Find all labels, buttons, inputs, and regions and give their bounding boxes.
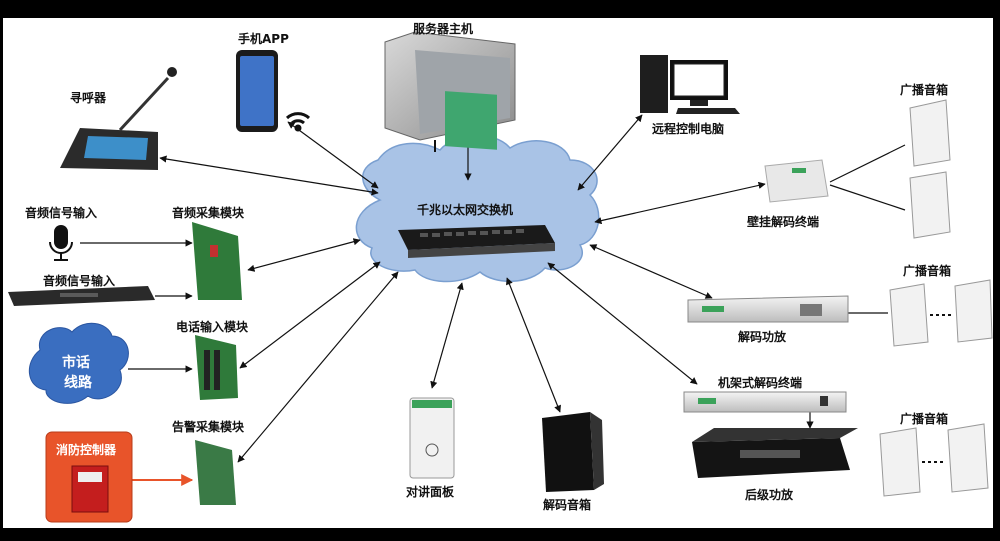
intercom-label: 对讲面板 [406, 485, 455, 499]
pc-label: 远程控制电脑 [652, 122, 725, 136]
power-amp-device [692, 428, 858, 478]
decoder-amp-device [687, 295, 849, 323]
audio-player-device [8, 286, 155, 306]
audio-input-label-1: 音频信号输入 [25, 206, 98, 220]
audio-module-label: 音频采集模块 [172, 206, 245, 220]
broadcast-speakers-group-1 [909, 99, 951, 239]
broadcast-speakers-group-3 [879, 423, 989, 497]
speaker-label-1: 广播音箱 [900, 83, 949, 97]
rack-decoder-label: 机架式解码终端 [718, 376, 803, 390]
gigabit-switch [398, 225, 555, 258]
computer-icon [640, 55, 740, 114]
speaker-icon [542, 412, 604, 492]
phone-icon [236, 50, 278, 132]
city-line-cloud [28, 322, 129, 404]
city-line-label-2: 线路 [64, 375, 92, 391]
phone-module-label: 电话输入模块 [176, 320, 249, 334]
wifi-icon [285, 112, 311, 132]
speaker-label-2: 广播音箱 [903, 264, 952, 278]
pager-device [60, 67, 177, 170]
speaker-label-3: 广播音箱 [900, 412, 949, 426]
phone-input-module [195, 335, 238, 400]
pager-label: 寻呼器 [70, 91, 107, 105]
decoder-speaker-label: 解码音箱 [543, 498, 592, 512]
decoder-amp-label: 解码功放 [738, 330, 787, 344]
server-icon [384, 31, 516, 152]
microphone-icon [49, 225, 73, 261]
connection-lines [80, 114, 906, 463]
power-amp-label: 后级功放 [745, 488, 794, 502]
alarm-module-label: 告警采集模块 [172, 420, 245, 434]
intercom-panel-device [409, 397, 455, 479]
audio-capture-module [192, 222, 242, 300]
wall-decoder-device [764, 159, 829, 203]
fire-panel-label: 消防控制器 [56, 443, 117, 457]
alarm-capture-module [195, 440, 236, 505]
city-line-label-1: 市话 [62, 355, 90, 371]
fire-controller-box [45, 431, 133, 523]
wall-decoder-label: 壁挂解码终端 [747, 215, 820, 229]
rack-decoder-device [683, 391, 847, 413]
switch-label: 千兆以太网交换机 [417, 203, 514, 217]
server-label: 服务器主机 [413, 22, 474, 36]
app-label: 手机APP [238, 32, 289, 46]
audio-input-label-2: 音频信号输入 [43, 274, 116, 288]
broadcast-speakers-group-2 [889, 279, 993, 347]
